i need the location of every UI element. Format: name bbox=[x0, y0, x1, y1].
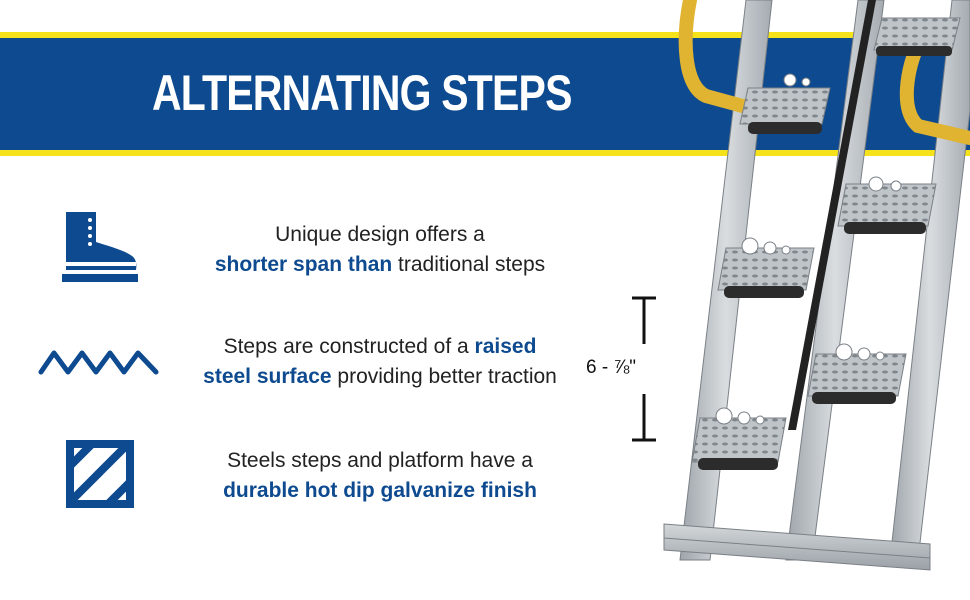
step-rise-measurement: 6 - ⅞" bbox=[586, 357, 637, 378]
feature-span-text: Unique design offers a shorter span than… bbox=[170, 220, 590, 280]
feature-finish-highlight: durable hot dip galvanize finish bbox=[223, 479, 537, 502]
feature-finish-line1: Steels steps and platform have a bbox=[227, 449, 533, 472]
hatched-square-icon bbox=[66, 440, 134, 508]
feature-traction-highlight2: steel surface bbox=[203, 365, 332, 388]
feature-span-line1: Unique design offers a bbox=[275, 223, 485, 246]
ladder-illustration bbox=[600, 0, 970, 600]
page-title: ALTERNATING STEPS bbox=[152, 65, 572, 121]
feature-traction-highlight1: raised bbox=[474, 335, 537, 358]
feature-span-line2: shorter span than traditional steps bbox=[170, 250, 590, 280]
zigzag-icon bbox=[38, 348, 160, 376]
feature-finish-text: Steels steps and platform have a durable… bbox=[170, 446, 590, 506]
feature-traction-rest: providing better traction bbox=[331, 365, 557, 388]
feature-span-rest: traditional steps bbox=[392, 253, 546, 276]
feature-finish-line2: durable hot dip galvanize finish bbox=[170, 476, 590, 506]
boot-icon bbox=[62, 212, 138, 284]
feature-traction-text: Steps are constructed of a raised steel … bbox=[170, 332, 590, 392]
feature-traction-line1: Steps are constructed of a raised bbox=[170, 332, 590, 362]
feature-span-highlight: shorter span than bbox=[214, 253, 393, 276]
feature-traction-plain: Steps are constructed of a bbox=[223, 335, 475, 358]
feature-traction-line2: steel surface providing better traction bbox=[170, 362, 590, 392]
